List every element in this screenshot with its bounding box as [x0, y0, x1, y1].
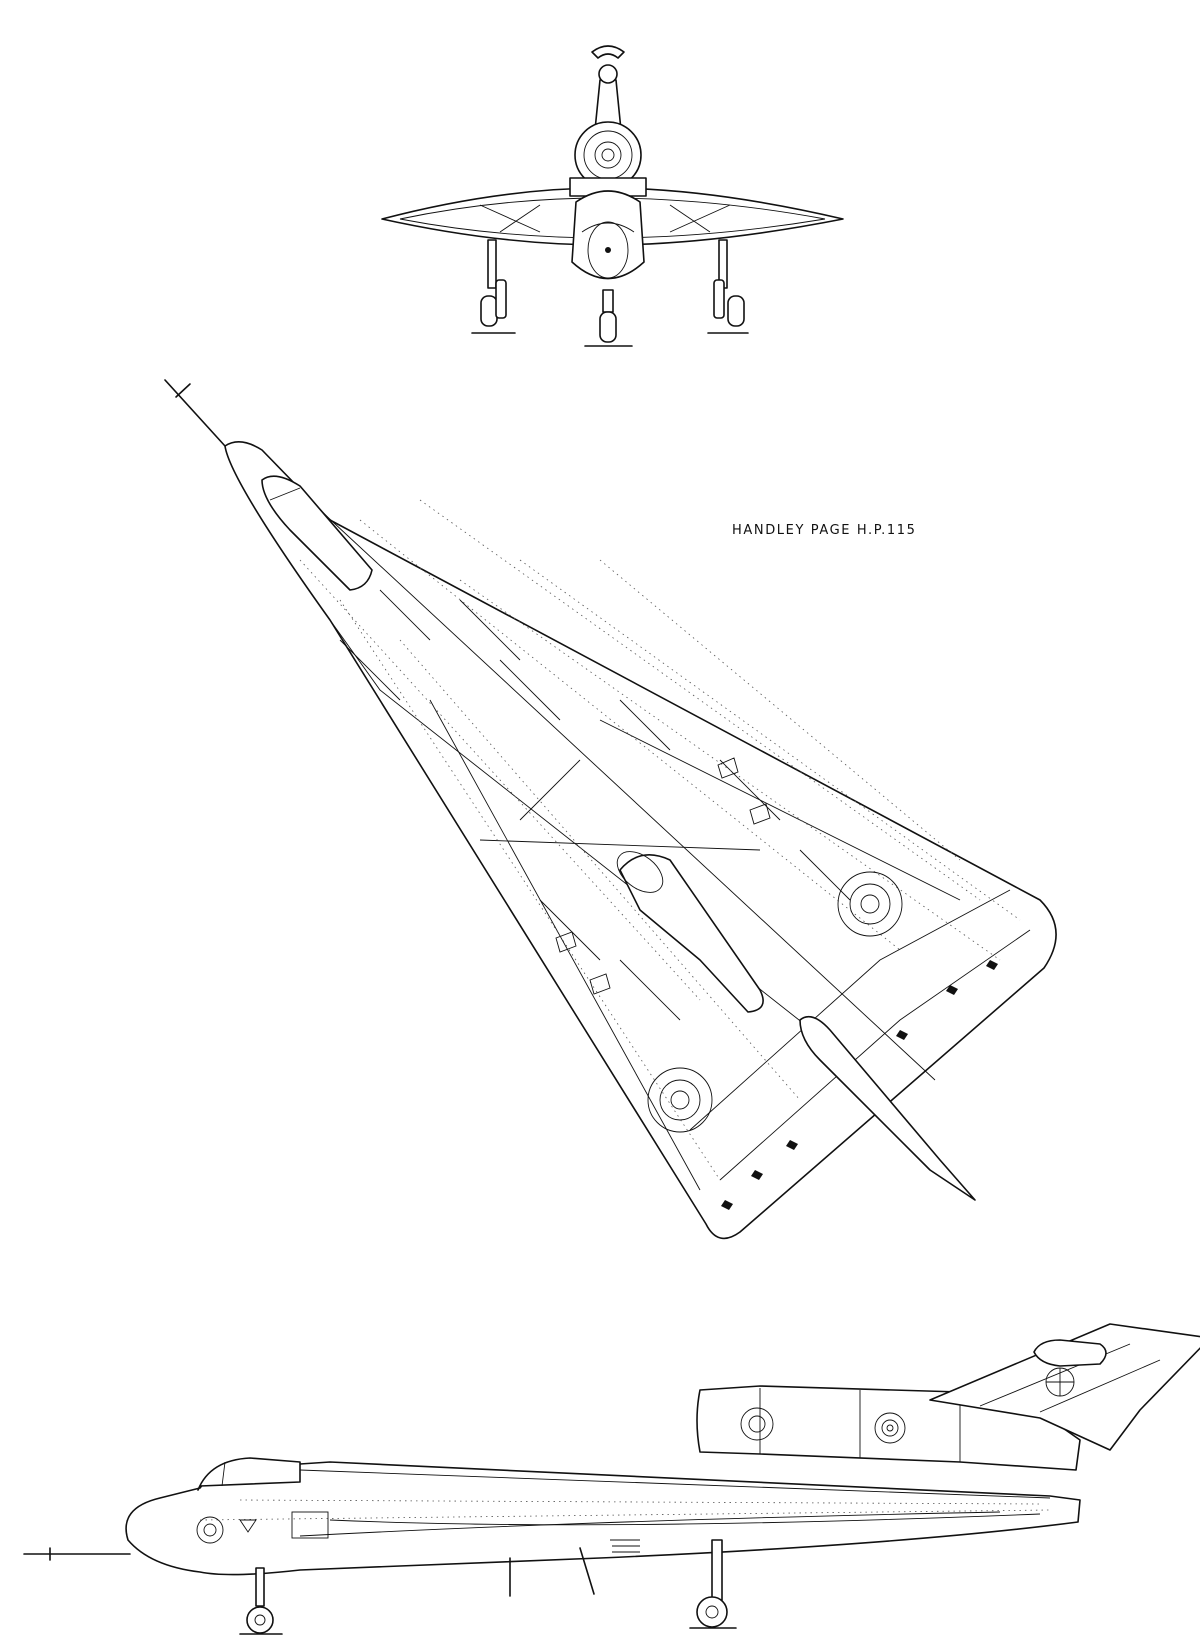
plan-view	[164, 379, 1057, 1240]
front-view	[381, 45, 844, 347]
drawing-title: HANDLEY PAGE H.P.115	[732, 523, 917, 538]
side-view	[23, 1323, 1200, 1635]
